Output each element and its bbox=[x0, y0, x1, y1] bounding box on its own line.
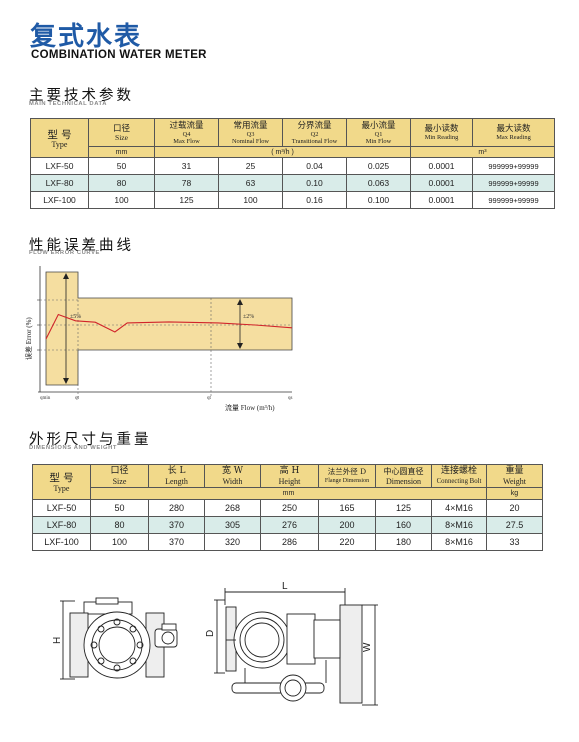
band-outer-label: ±2% bbox=[243, 314, 254, 320]
page-subtitle: COMBINATION WATER METER bbox=[31, 49, 207, 61]
page-title: 复式水表 bbox=[30, 22, 143, 52]
y-axis-label: 误差 Error (%) bbox=[24, 317, 33, 360]
unit-flow: ( m³/h ) bbox=[154, 146, 411, 158]
label-h: H bbox=[52, 637, 63, 644]
unit-mm: mm bbox=[88, 146, 155, 158]
x-axis-label: 流量 Flow (m³/h) bbox=[225, 403, 275, 412]
error-curve bbox=[45, 313, 293, 340]
section-title-curve: 性能误差曲线 bbox=[29, 238, 134, 254]
tolerance-band bbox=[45, 271, 293, 386]
unit-kg: kg bbox=[486, 487, 543, 500]
x-tick-label: qt bbox=[75, 396, 80, 401]
section-title-dims: 外形尺寸与重量 bbox=[29, 432, 152, 448]
section-subtitle-dims: DIMENSIONS AND WEIGHT bbox=[29, 445, 118, 451]
band-inner-label: ±5% bbox=[70, 314, 81, 320]
header-type: 型 号 Type bbox=[32, 464, 91, 500]
x-tick-label: qmin bbox=[40, 396, 51, 401]
x-tick-label: qs bbox=[288, 396, 293, 401]
section-subtitle-tech: MAIN TECHNICAL DATA bbox=[29, 101, 108, 107]
x-tick-label: qt bbox=[207, 396, 212, 401]
label-w: W bbox=[362, 642, 373, 652]
unit-mm: mm bbox=[90, 487, 487, 500]
header-type: 型 号 Type bbox=[30, 118, 89, 158]
label-d: D bbox=[205, 630, 216, 637]
label-l: L bbox=[282, 581, 288, 592]
section-subtitle-curve: FLOW ERROR CURVE bbox=[29, 250, 101, 256]
section-title-tech: 主要技术参数 bbox=[29, 88, 134, 104]
unit-reading: m³ bbox=[410, 146, 555, 158]
